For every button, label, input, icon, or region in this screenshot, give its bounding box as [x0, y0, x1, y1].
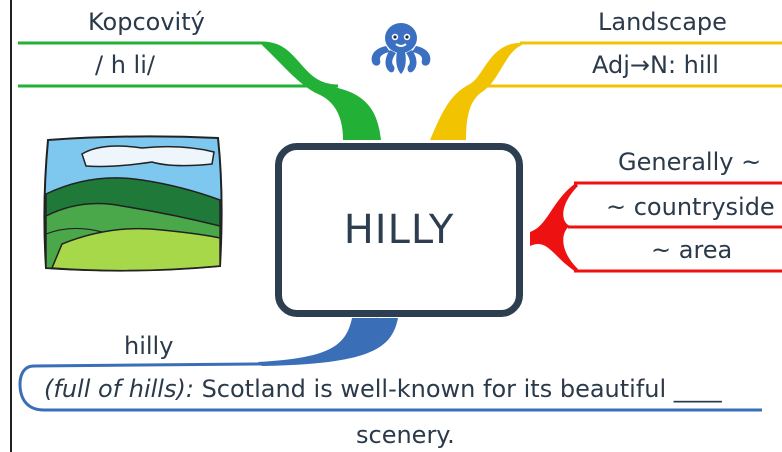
bottom-sentence: Scotland is well-known for its beautiful… [201, 375, 722, 403]
right-line3: ~ area [651, 236, 733, 264]
top-left-line1: Kopcovitý [88, 8, 205, 36]
central-topic-box: HILLY [275, 143, 523, 317]
bottom-definition: (full of hills): [44, 375, 194, 403]
right-line1: Generally ~ [618, 148, 762, 176]
green-branch [18, 41, 381, 140]
top-right-line2: Adj→N: hill [592, 51, 719, 79]
page-left-border [10, 0, 12, 452]
central-topic-title: HILLY [343, 207, 455, 253]
bottom-sentence-end: scenery. [356, 421, 455, 449]
yellow-branch [430, 41, 782, 140]
hills-landscape-image [43, 135, 223, 272]
bottom-word: hilly [124, 332, 174, 360]
top-left-line2: / h li/ [95, 51, 155, 79]
red-branch [530, 181, 782, 273]
bottom-sentence-line: (full of hills): Scotland is well-known … [44, 375, 722, 403]
blue-branch [18, 317, 762, 412]
octopus-icon [371, 23, 431, 74]
right-line2: ~ countryside [606, 193, 775, 221]
top-right-line1: Landscape [598, 8, 727, 36]
